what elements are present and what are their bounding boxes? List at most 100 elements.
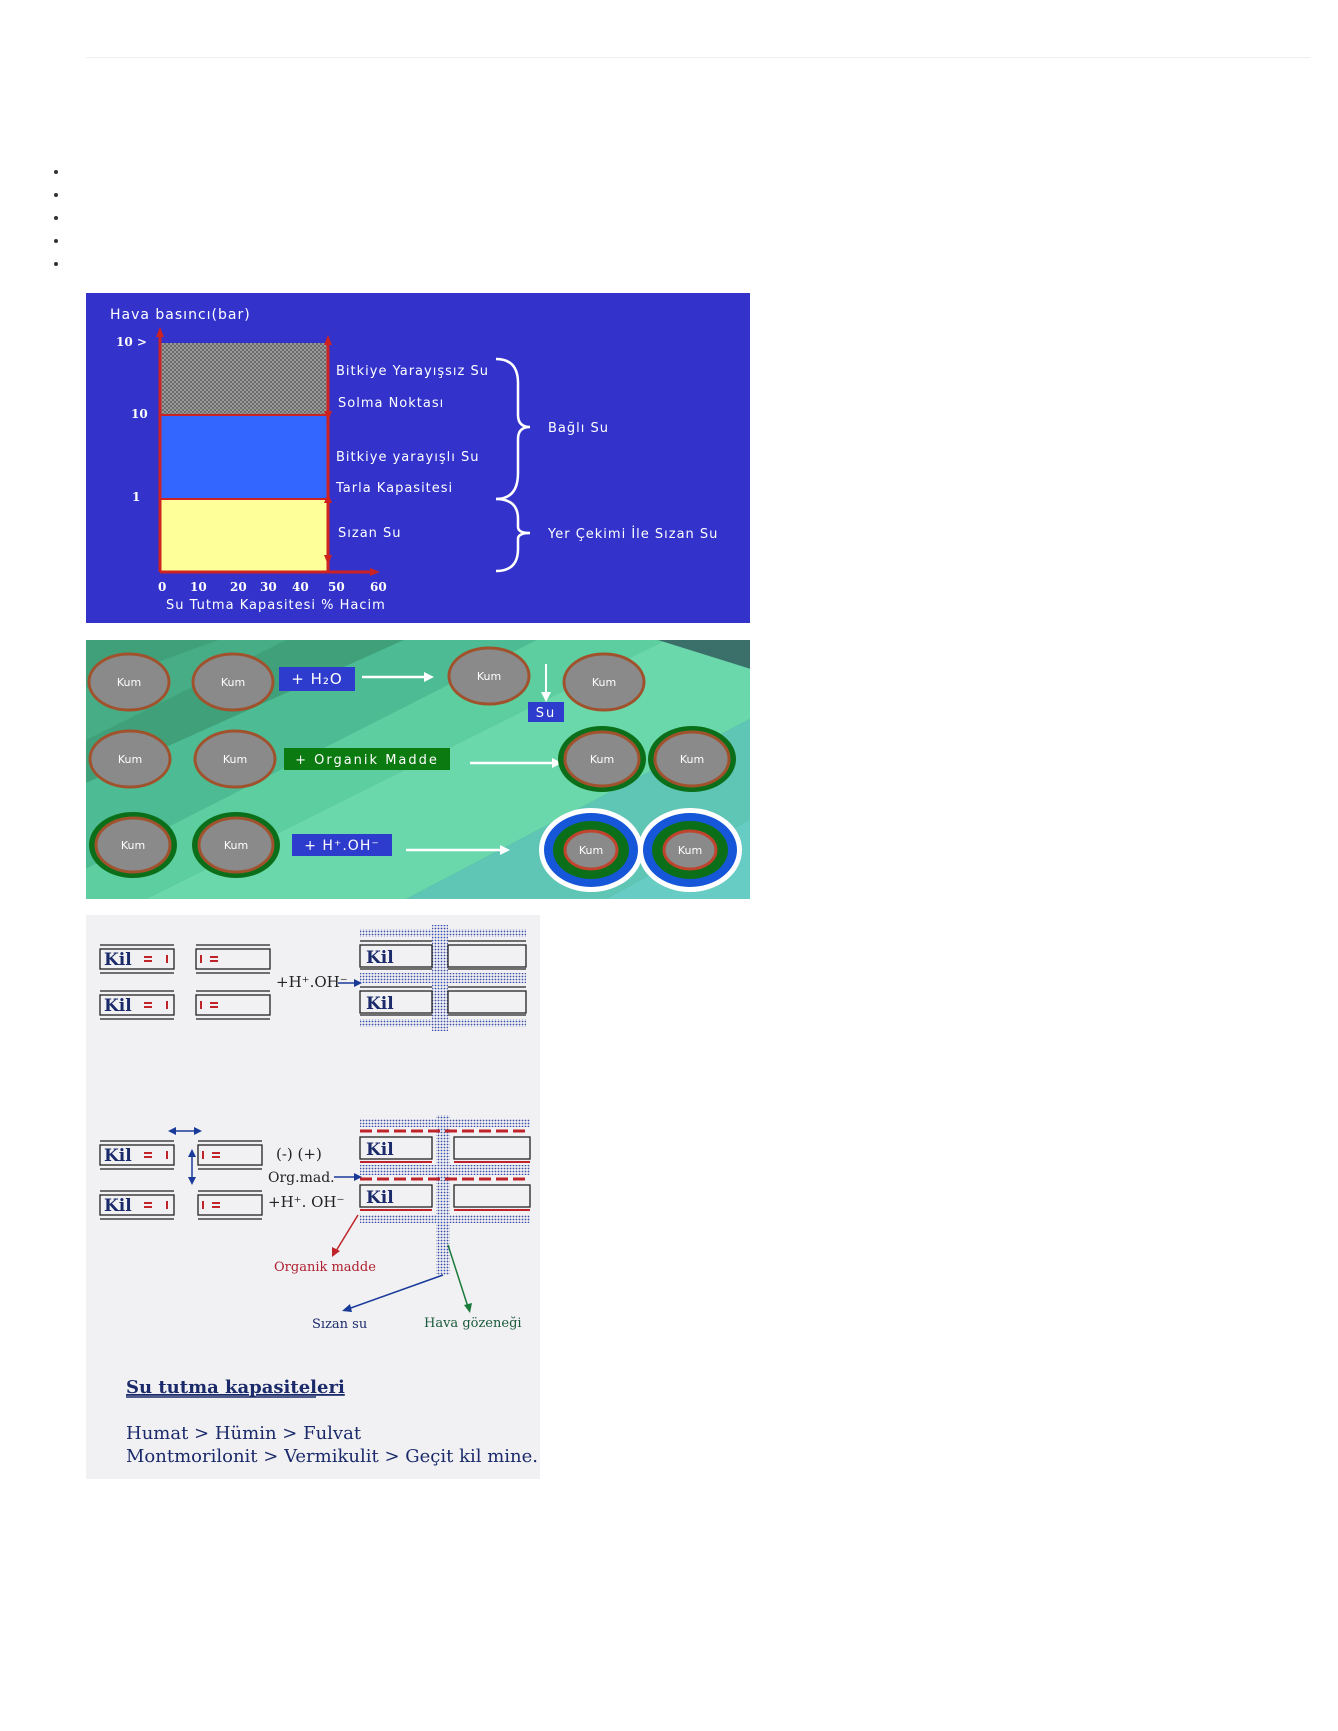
sand-particle: Kum bbox=[191, 652, 275, 712]
particle-label: Kum bbox=[118, 753, 142, 766]
x-tick-label: 40 bbox=[292, 580, 309, 594]
x-tick-label: 20 bbox=[230, 580, 247, 594]
boundary-arrow bbox=[324, 335, 332, 345]
figure-background bbox=[86, 915, 540, 1479]
sand-particle: Kum bbox=[562, 652, 646, 712]
clay-label: Kil bbox=[104, 950, 132, 970]
zone-label: Bitkiye Yarayışsız Su bbox=[336, 364, 489, 379]
y-axis-label: Hava basıncı(bar) bbox=[110, 307, 251, 323]
clay-label: Kil bbox=[104, 996, 132, 1016]
clay-platelet bbox=[195, 990, 271, 1020]
reaction-arrowhead bbox=[500, 845, 510, 855]
clay-platelet: Kil bbox=[359, 1136, 433, 1163]
brace-bound-water bbox=[495, 357, 531, 501]
particle-label: Kum bbox=[224, 839, 248, 852]
y-axis-arrow bbox=[156, 327, 164, 337]
x-tick-label: 0 bbox=[158, 580, 166, 594]
x-axis-arrow bbox=[370, 568, 380, 576]
particle-label: Kum bbox=[221, 676, 245, 689]
clay-platelet bbox=[453, 1136, 531, 1163]
ion-label: +H⁺.OH⁻ bbox=[276, 973, 348, 991]
clay-label: Kil bbox=[366, 1188, 394, 1208]
expansion-arrow bbox=[188, 1149, 196, 1185]
sand-particle: Kum bbox=[447, 646, 531, 706]
y-tick-label: 1 bbox=[132, 490, 140, 504]
particle-label: Kum bbox=[223, 753, 247, 766]
sand-particle: Kum bbox=[88, 729, 172, 789]
particle-label: Kum bbox=[592, 676, 616, 689]
zone-available-water bbox=[160, 415, 328, 499]
zone-label: Solma Noktası bbox=[338, 396, 444, 411]
organic-additive-label: + Organik Madde bbox=[295, 753, 439, 768]
reaction-arrowhead bbox=[552, 758, 562, 768]
water-label: Su bbox=[536, 706, 557, 721]
reaction-arrowhead bbox=[354, 979, 362, 987]
clay-label: Kil bbox=[366, 1140, 394, 1160]
sand-particle: Kum bbox=[87, 652, 171, 712]
zone-unavailable-water bbox=[160, 343, 328, 415]
ion-label: +H⁺. OH⁻ bbox=[268, 1193, 344, 1211]
organic-matter-label: Org.mad. bbox=[268, 1170, 335, 1186]
water-drop-arrowhead bbox=[541, 692, 551, 702]
boundary-arrow bbox=[324, 411, 332, 421]
x-tick-label: 50 bbox=[328, 580, 345, 594]
x-axis-label: Su Tutma Kapasitesi % Hacim bbox=[166, 598, 386, 613]
clay-platelet: Kil bbox=[99, 1190, 175, 1220]
pointer-arrowhead bbox=[464, 1303, 472, 1313]
particle-label: Kum bbox=[590, 753, 614, 766]
pointer-arrowhead bbox=[332, 1247, 340, 1257]
coated-sand-particle: Kum bbox=[648, 726, 736, 792]
background-stripe bbox=[658, 640, 750, 669]
hydrated-sand-particle: Kum bbox=[539, 808, 643, 892]
zone-label: Bitkiye yarayışlı Su bbox=[336, 450, 480, 465]
zone-label: Tarla Kapasitesi bbox=[335, 481, 453, 496]
particle-label: Kum bbox=[678, 844, 702, 857]
clay-platelet bbox=[197, 1140, 263, 1170]
clay-layers-figure: Kil Kil +H⁺.OH⁻ Kil bbox=[86, 915, 540, 1479]
clay-platelet: Kil bbox=[359, 986, 433, 1016]
charge-label: (-) (+) bbox=[276, 1145, 322, 1163]
clay-label: Kil bbox=[104, 1196, 132, 1216]
x-tick-label: 60 bbox=[370, 580, 387, 594]
sizan-su-label: Sızan su bbox=[312, 1317, 367, 1332]
coated-sand-particle: Kum bbox=[558, 726, 646, 792]
clay-platelet bbox=[447, 986, 527, 1016]
pointer-arrowhead bbox=[342, 1304, 352, 1312]
ion-additive-label: + H⁺.OH⁻ bbox=[304, 838, 379, 854]
y-tick-label: 10 bbox=[131, 407, 148, 421]
water-channel bbox=[432, 925, 448, 1031]
water-additive-label: + H₂O bbox=[291, 670, 342, 688]
boundary-arrow bbox=[324, 555, 332, 565]
y-tick-label: 10 > bbox=[116, 335, 147, 349]
top-divider bbox=[86, 57, 1310, 58]
clay-platelet: Kil bbox=[99, 990, 175, 1020]
clay-platelet bbox=[453, 1184, 531, 1211]
clay-platelet bbox=[447, 940, 527, 970]
bullet-list bbox=[48, 160, 68, 275]
clay-platelet: Kil bbox=[359, 940, 433, 970]
pointer-drainage bbox=[347, 1274, 444, 1310]
water-channel bbox=[436, 1115, 450, 1275]
organic-additive-box bbox=[284, 748, 450, 770]
clay-platelet: Kil bbox=[99, 944, 175, 974]
sand-aggregation-figure: Kum Kum + H₂O Kum Su Kum Kum Kum + Organ… bbox=[86, 640, 750, 899]
group-label: Bağlı Su bbox=[548, 421, 609, 436]
clay-label: Kil bbox=[104, 1146, 132, 1166]
zone-drainage-water bbox=[160, 499, 328, 571]
sand-particle: Kum bbox=[193, 729, 277, 789]
clay-label: Kil bbox=[366, 994, 394, 1014]
particle-label: Kum bbox=[117, 676, 141, 689]
particle-label: Kum bbox=[121, 839, 145, 852]
capacity-line-2: Montmorilonit > Vermikulit > Geçit kil m… bbox=[126, 1446, 538, 1467]
water-additive-box bbox=[279, 667, 355, 691]
x-tick-label: 10 bbox=[190, 580, 207, 594]
hava-gozenegi-label: Hava gözeneği bbox=[424, 1316, 522, 1331]
reaction-arrowhead bbox=[424, 672, 434, 682]
coated-sand-particle: Kum bbox=[192, 812, 280, 878]
x-tick-label: 30 bbox=[260, 580, 277, 594]
clay-platelet: Kil bbox=[359, 1184, 433, 1211]
clay-platelet: Kil bbox=[99, 1140, 175, 1170]
water-capacity-figure: Hava basıncı(bar) 10 > 10 1 0 10 20 30 4… bbox=[86, 293, 750, 623]
organic-madde-label: Organik madde bbox=[274, 1260, 376, 1275]
particle-label: Kum bbox=[680, 753, 704, 766]
